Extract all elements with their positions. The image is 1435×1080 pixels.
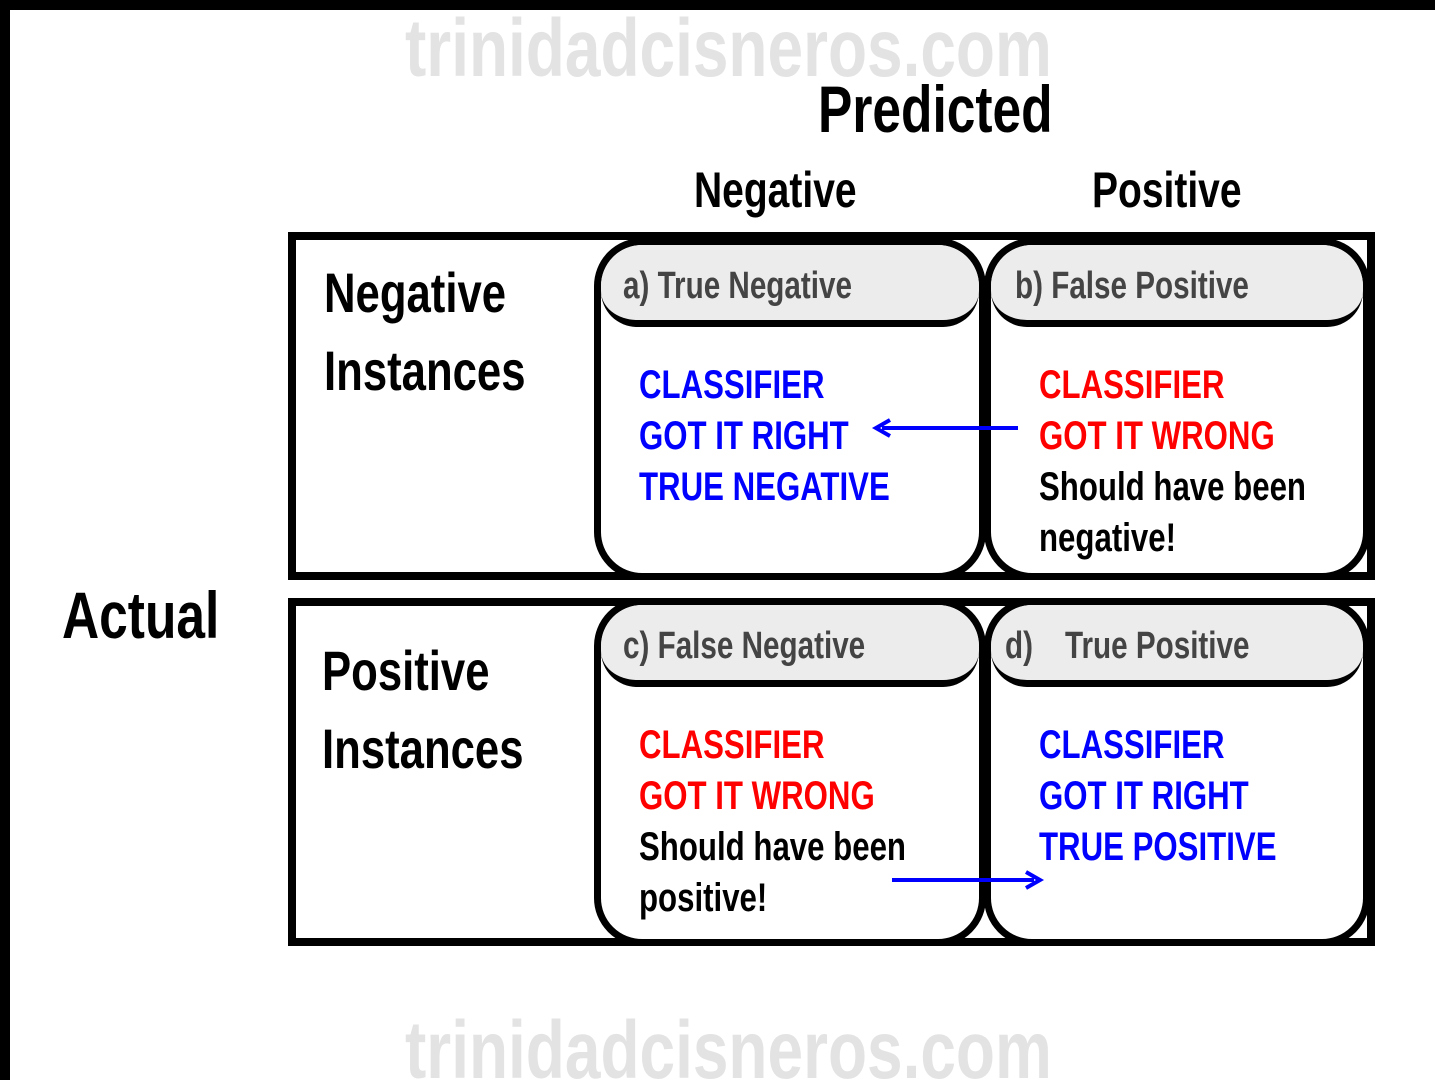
cell-body-false-positive: CLASSIFIER GOT IT WRONG Should have been… <box>1039 360 1363 564</box>
cell-tab-label: True Positive <box>1065 625 1250 667</box>
cell-line: positive! <box>639 876 768 920</box>
cell-line: CLASSIFIER <box>639 723 825 767</box>
row-header-positive-line2: Instances <box>322 717 524 780</box>
cell-tab-false-positive: b) False Positive <box>991 245 1363 327</box>
watermark-top: trinidadcisneros.com <box>405 10 1052 94</box>
cell-line: GOT IT WRONG <box>639 774 875 818</box>
cell-false-negative: c) False Negative CLASSIFIER GOT IT WRON… <box>594 598 986 946</box>
cell-body-false-negative: CLASSIFIER GOT IT WRONG Should have been… <box>639 720 979 924</box>
row-header-negative-line2: Instances <box>324 339 526 402</box>
cell-line: Should have been <box>639 825 906 869</box>
cell-false-positive: b) False Positive CLASSIFIER GOT IT WRON… <box>984 238 1370 580</box>
cell-line: negative! <box>1039 516 1176 560</box>
cell-tab-label: a) True Negative <box>623 265 852 307</box>
predicted-title: Predicted <box>818 72 1053 146</box>
row-header-negative: Negative Instances <box>324 254 526 410</box>
cell-tab-true-positive: d) True Positive <box>991 605 1363 687</box>
cell-line: CLASSIFIER <box>1039 363 1225 407</box>
cell-body-true-negative: CLASSIFIER GOT IT RIGHT TRUE NEGATIVE <box>639 360 961 513</box>
row-header-negative-line1: Negative <box>324 261 507 324</box>
cell-line: CLASSIFIER <box>639 363 825 407</box>
cell-body-true-positive: CLASSIFIER GOT IT RIGHT TRUE POSITIVE <box>1039 720 1344 873</box>
watermark-bottom: trinidadcisneros.com <box>405 1005 1052 1080</box>
cell-tab-true-negative: a) True Negative <box>601 245 979 327</box>
cell-line: CLASSIFIER <box>1039 723 1225 767</box>
cell-line: GOT IT RIGHT <box>1039 774 1249 818</box>
cell-true-positive: d) True Positive CLASSIFIER GOT IT RIGHT… <box>984 598 1370 946</box>
column-header-negative: Negative <box>694 162 857 218</box>
cell-line: TRUE POSITIVE <box>1039 825 1277 869</box>
diagram-canvas: trinidadcisneros.com trinidadcisneros.co… <box>10 10 1435 1080</box>
cell-tab-prefix: d) <box>1005 625 1033 667</box>
cell-line: GOT IT WRONG <box>1039 414 1275 458</box>
cell-line: Should have been <box>1039 465 1306 509</box>
column-header-positive: Positive <box>1092 162 1242 218</box>
actual-label: Actual <box>62 578 220 652</box>
cell-true-negative: a) True Negative CLASSIFIER GOT IT RIGHT… <box>594 238 986 580</box>
row-header-positive-line1: Positive <box>322 639 490 702</box>
cell-line: GOT IT RIGHT <box>639 414 849 458</box>
cell-tab-label: c) False Negative <box>623 625 866 667</box>
cell-line: TRUE NEGATIVE <box>639 465 890 509</box>
cell-tab-label: b) False Positive <box>1015 265 1249 307</box>
row-header-positive: Positive Instances <box>322 632 524 788</box>
cell-tab-false-negative: c) False Negative <box>601 605 979 687</box>
